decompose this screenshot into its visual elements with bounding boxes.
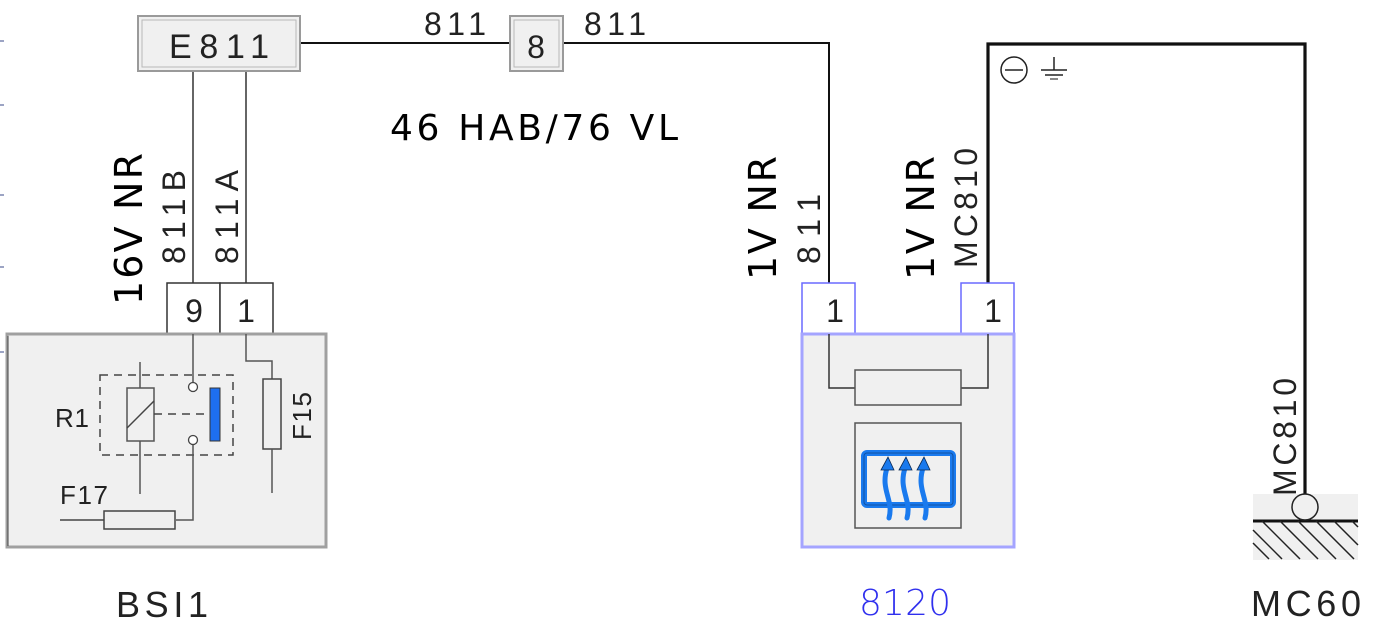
- wire-label-811-left: 811: [424, 6, 486, 42]
- connector-8[interactable]: 8: [509, 15, 564, 72]
- connector-e811[interactable]: E811: [137, 15, 301, 72]
- wire-label-811-right: 811: [584, 6, 646, 42]
- component-bsi1[interactable]: 9 1 R1 F15: [5, 282, 328, 549]
- fuse-f17: F17: [60, 480, 176, 530]
- c8120-right-spec-label: 1V NR: [899, 156, 943, 280]
- component-bsi1-name: BSI1: [116, 584, 208, 625]
- ground-icon: [1041, 57, 1067, 80]
- wire-label-811B: 811B: [156, 170, 192, 264]
- component-mc60-name: MC60: [1251, 583, 1361, 624]
- bsi1-body: [5, 332, 328, 549]
- svg-text:1: 1: [826, 293, 844, 329]
- c8120-pin-1-left[interactable]: 1: [801, 282, 856, 335]
- svg-text:9: 9: [185, 293, 203, 329]
- margin-ticks: [0, 40, 4, 353]
- rear-defrost-icon: [861, 450, 956, 521]
- heating-element: [854, 369, 962, 406]
- harness-note: 46 HAB/76 VL: [390, 108, 678, 149]
- relay-r1: R1: [55, 334, 234, 521]
- c8120-pin-1-right[interactable]: 1: [960, 282, 1015, 335]
- negative-terminal-icon: [1000, 56, 1028, 84]
- bsi-left-spec-label: 16V NR: [107, 153, 151, 305]
- wire-label-811A: 811A: [209, 169, 245, 264]
- ground-point-symbol: [1252, 493, 1359, 560]
- relay-r1-label: R1: [55, 403, 89, 433]
- relay-contact: [209, 387, 221, 442]
- svg-text:1: 1: [984, 293, 1002, 329]
- fuse-f15: F15: [245, 334, 317, 493]
- c8120-left-spec-label: 1V NR: [741, 156, 785, 280]
- wire-label-MC810-8120: MC810: [948, 148, 984, 268]
- component-8120[interactable]: 1 1: [800, 282, 1016, 549]
- component-8120-name: 8120: [859, 583, 951, 624]
- fuse-f15-label: F15: [287, 392, 317, 440]
- wire-label-MC810-ground: MC810: [1267, 378, 1303, 496]
- wires: [192, 42, 1307, 496]
- bsi1-pin-9[interactable]: 9: [166, 282, 221, 335]
- wire-811-8-to-8120[interactable]: [563, 42, 830, 283]
- wire-label-811-8120: 811: [791, 194, 827, 264]
- bsi1-pin-1[interactable]: 1: [219, 282, 274, 335]
- svg-text:1: 1: [237, 293, 255, 329]
- wire-MC810[interactable]: [986, 42, 1307, 496]
- connector-8-label: 8: [527, 29, 545, 65]
- fuse-f17-label: F17: [60, 480, 108, 510]
